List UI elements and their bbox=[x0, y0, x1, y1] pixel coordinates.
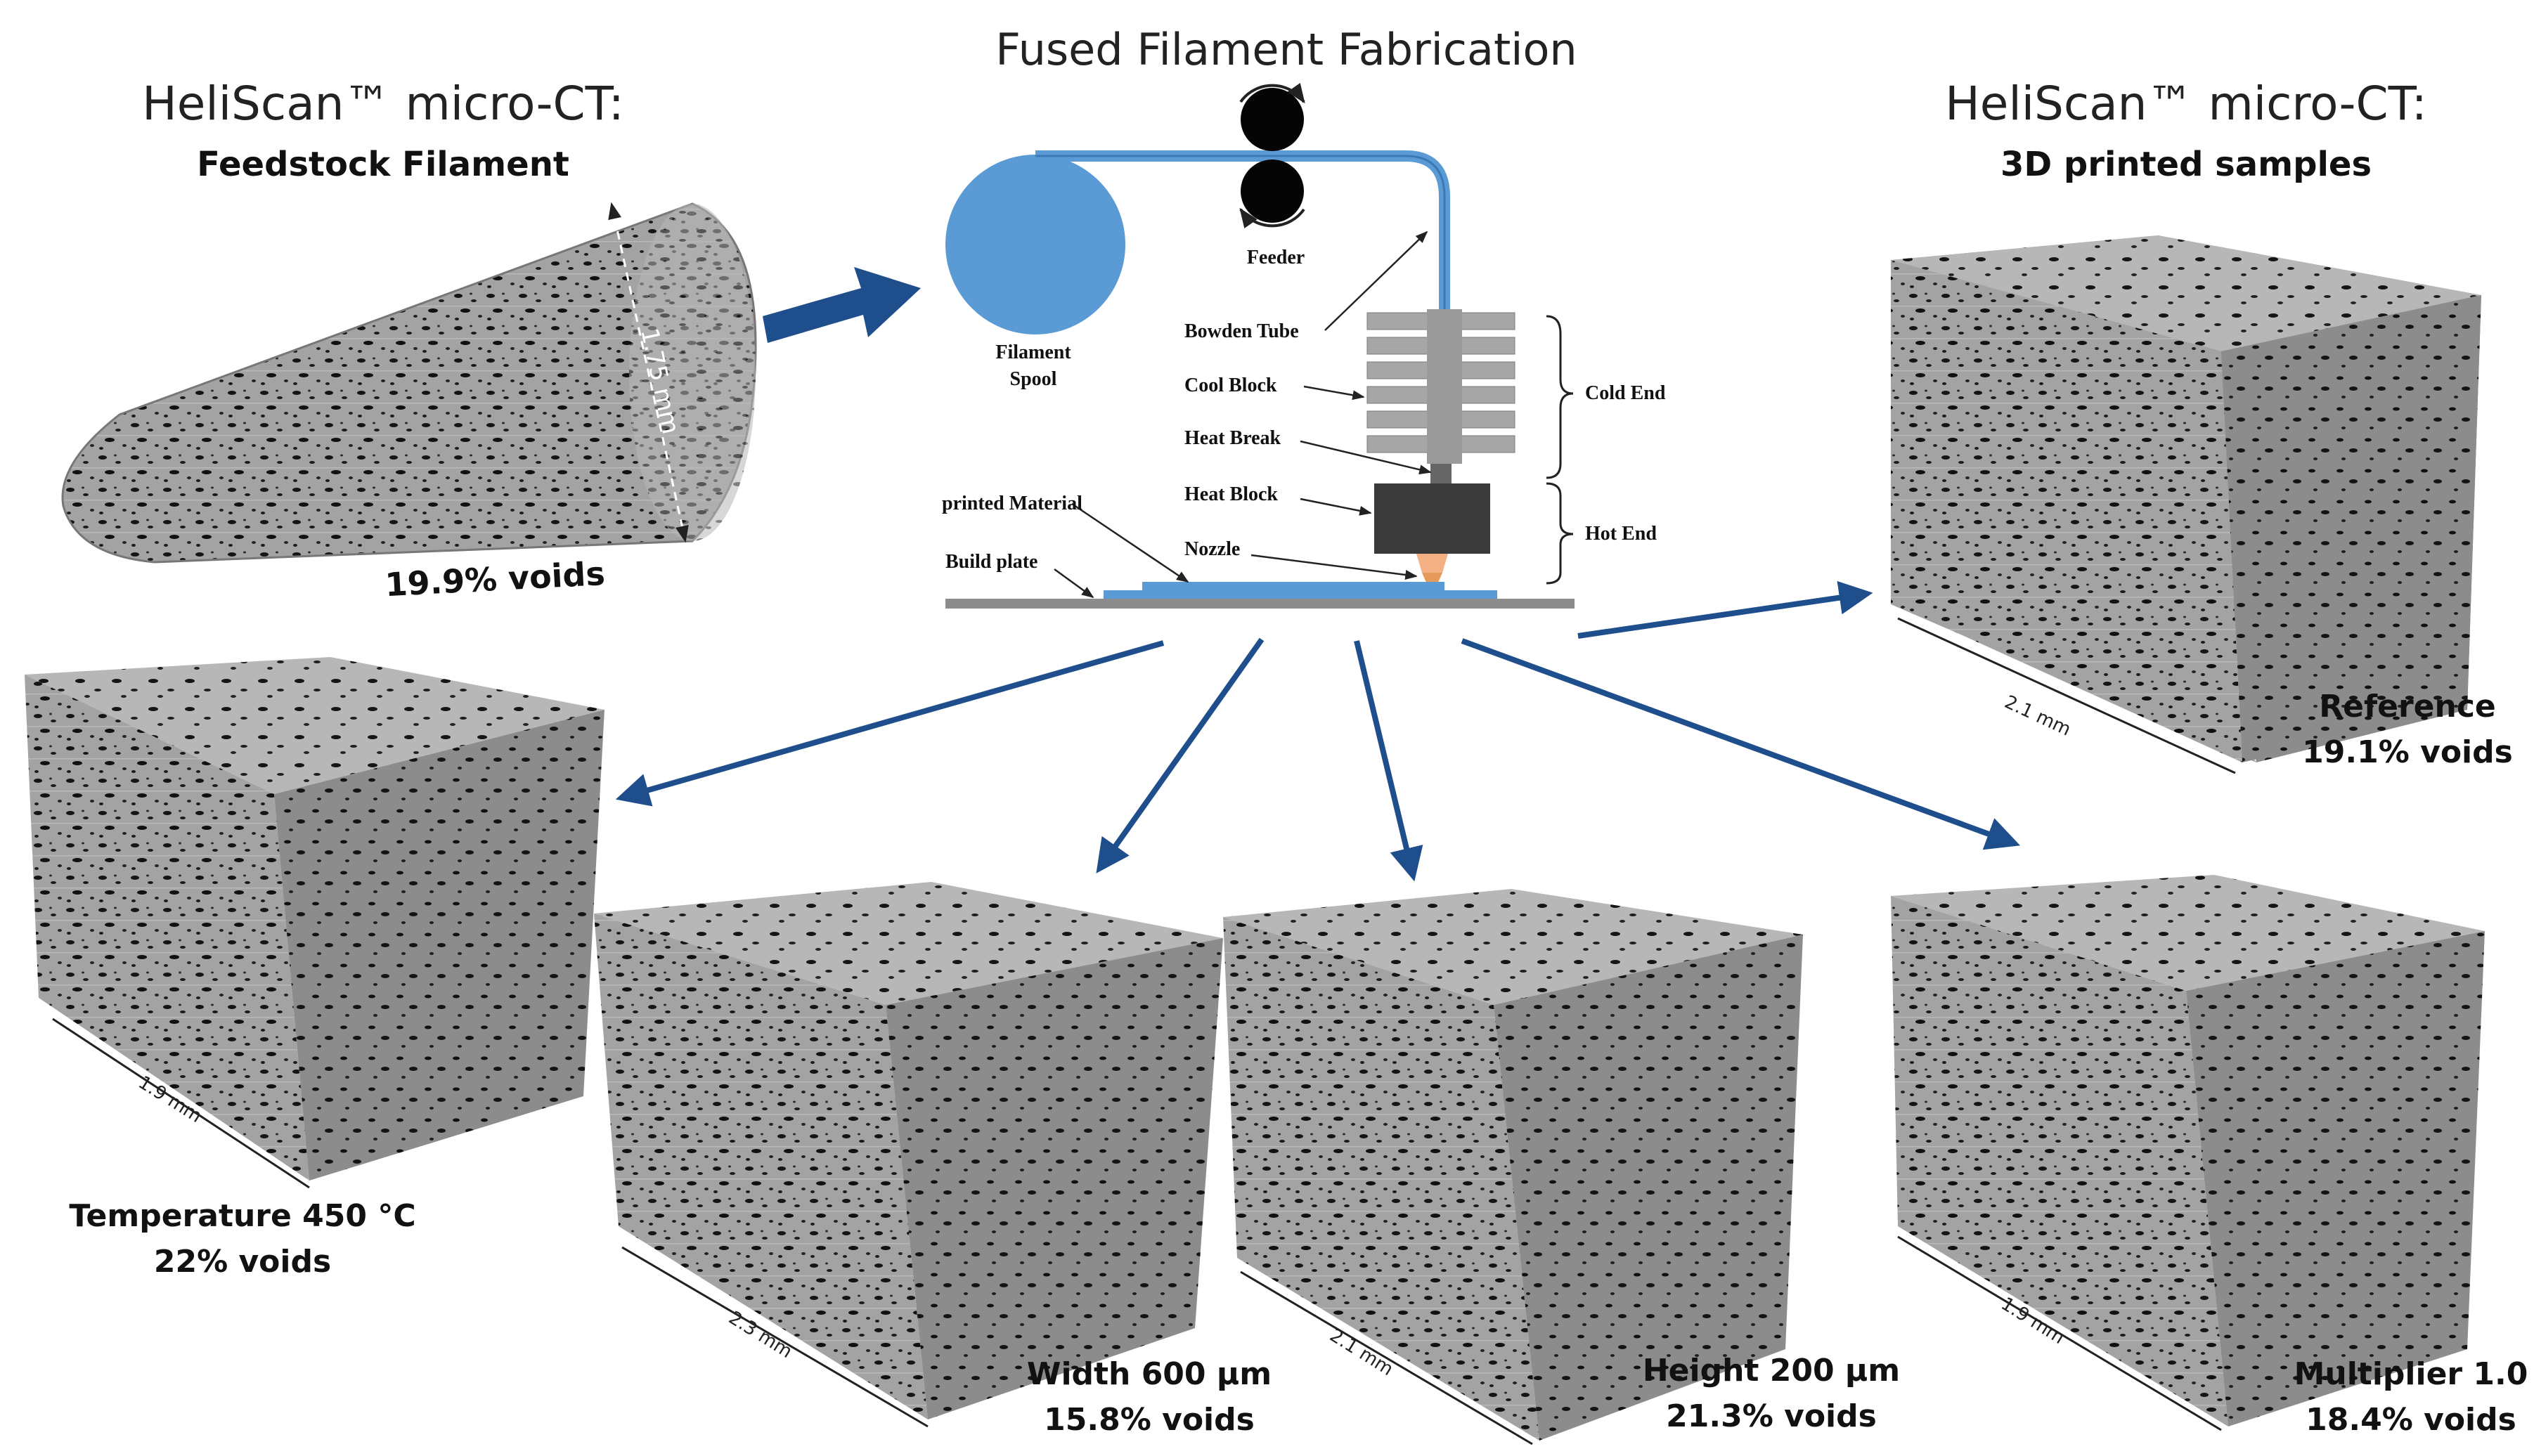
filament-spool-label-2: Spool bbox=[1010, 368, 1057, 390]
arrow-to-multiplier bbox=[1461, 638, 2021, 850]
cold-end-brace bbox=[1546, 315, 1574, 479]
reference-label: Reference bbox=[2319, 689, 2496, 724]
filament-diameter-line bbox=[608, 202, 689, 543]
sample-cube-multiplier: 1.9 mm bbox=[1891, 875, 2485, 1431]
hot-end-brace bbox=[1546, 482, 1574, 585]
feeder-roller-bottom bbox=[1241, 160, 1304, 223]
right-subtitle: 3D printed samples bbox=[2000, 145, 2372, 184]
arrow-to-width bbox=[1096, 637, 1265, 873]
height-label: Height 200 µm bbox=[1643, 1353, 1900, 1389]
bowden-tube-label: Bowden Tube bbox=[1184, 320, 1299, 342]
feeder-label: Feeder bbox=[1247, 247, 1305, 268]
fff-printer-diagram: Feeder Filament Spool Bowden Tube Cool B… bbox=[942, 82, 1666, 609]
heat-break-label: Heat Break bbox=[1184, 427, 1281, 449]
temperature-voids: 22% voids bbox=[154, 1244, 331, 1280]
multiplier-voids: 18.4% voids bbox=[2306, 1402, 2516, 1438]
heat-break bbox=[1430, 464, 1452, 483]
center-title: Fused Filament Fabrication bbox=[995, 24, 1577, 75]
cool-block-label: Cool Block bbox=[1184, 375, 1277, 396]
cold-end-label: Cold End bbox=[1585, 382, 1666, 404]
filament-voids: 19.9% voids bbox=[384, 554, 606, 604]
build-plate bbox=[945, 599, 1575, 609]
filament-to-spool-arrow bbox=[763, 267, 921, 343]
width-label: Width 600 µm bbox=[1027, 1356, 1272, 1392]
sample-cube-height: 2.1 mm bbox=[1223, 889, 1803, 1445]
sample-cube-temperature: 1.9 mm bbox=[25, 657, 605, 1189]
hot-end-label: Hot End bbox=[1585, 523, 1657, 545]
left-subtitle: Feedstock Filament bbox=[197, 145, 569, 184]
sample-cube-reference: 2.1 mm bbox=[1891, 235, 2481, 774]
sample-cube-width: 2.3 mm bbox=[594, 882, 1223, 1428]
arrow-to-reference bbox=[1577, 580, 1873, 639]
heat-block-label: Heat Block bbox=[1184, 483, 1278, 505]
arrow-to-height bbox=[1354, 640, 1423, 882]
heat-block bbox=[1374, 483, 1490, 554]
sample-arrows bbox=[615, 580, 2021, 882]
nozzle bbox=[1416, 554, 1448, 573]
left-title: HeliScan™ micro-CT: bbox=[142, 77, 624, 131]
printed-material bbox=[1104, 590, 1497, 599]
filament-spool bbox=[945, 155, 1125, 334]
reference-dimension: 2.1 mm bbox=[2001, 691, 2074, 741]
width-voids: 15.8% voids bbox=[1044, 1402, 1255, 1438]
feedstock-filament: 1.75 mm bbox=[61, 202, 757, 564]
multiplier-label: Multiplier 1.0 bbox=[2294, 1356, 2528, 1392]
temperature-label: Temperature 450 °C bbox=[69, 1198, 415, 1234]
right-title: HeliScan™ micro-CT: bbox=[1945, 77, 2427, 131]
reference-voids: 19.1% voids bbox=[2302, 734, 2513, 770]
nozzle-label: Nozzle bbox=[1184, 538, 1240, 560]
feeder-roller-top bbox=[1241, 88, 1304, 151]
height-voids: 21.3% voids bbox=[1666, 1398, 1877, 1434]
arrow-to-temperature bbox=[615, 640, 1165, 807]
filament-spool-label-1: Filament bbox=[995, 342, 1071, 363]
build-plate-label: Build plate bbox=[945, 551, 1037, 573]
printed-material-label: printed Material bbox=[942, 493, 1082, 514]
